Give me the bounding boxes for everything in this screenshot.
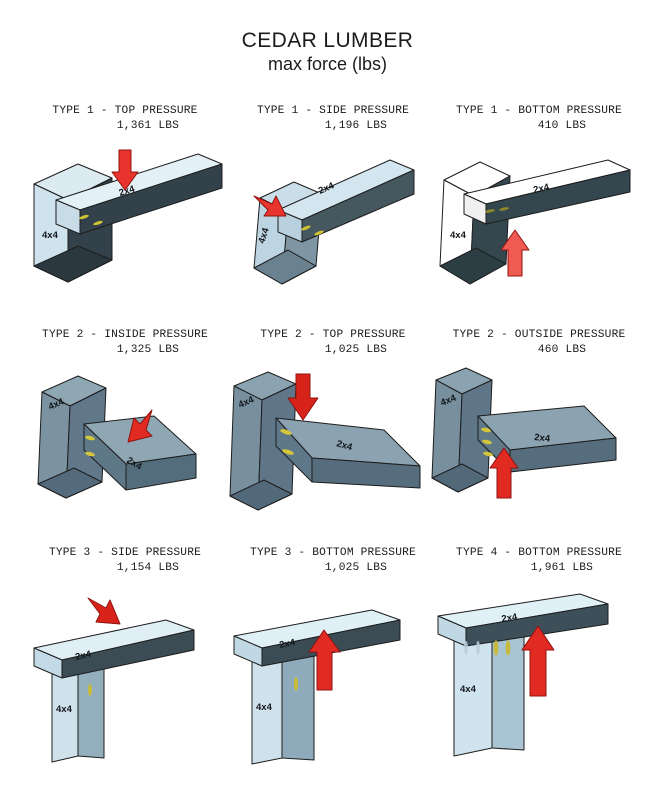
caption-line-2: 1,961 LBS bbox=[530, 562, 594, 574]
beam-label: 2x4 bbox=[501, 612, 519, 625]
post-label: 4x4 bbox=[450, 230, 467, 241]
panel-caption: TYPE 3 - SIDE PRESSURE 1,154 LBS bbox=[16, 546, 234, 576]
panel-type-1-bottom-pressure: TYPE 1 - BOTTOM PRESSURE 410 LBS bbox=[430, 104, 648, 322]
beam-label: 2x4 bbox=[74, 649, 92, 663]
caption-line-1: TYPE 2 - TOP PRESSURE bbox=[260, 329, 406, 341]
caption-line-2: 1,196 LBS bbox=[324, 120, 388, 132]
force-arrow bbox=[500, 229, 530, 277]
joint-illustration: 2x4 4x4 bbox=[224, 138, 442, 322]
joint-illustration: 4x4 2x4 bbox=[16, 362, 234, 546]
force-arrow bbox=[521, 625, 555, 697]
panel-type-3-bottom-pressure: TYPE 3 - BOTTOM PRESSURE 1,025 LBS 2x4 4… bbox=[224, 546, 442, 765]
caption-line-1: TYPE 1 - BOTTOM PRESSURE bbox=[456, 105, 622, 117]
caption-line-1: TYPE 1 - TOP PRESSURE bbox=[52, 105, 198, 117]
panel-type-1-top-pressure: TYPE 1 - TOP PRESSURE 1,361 LBS bbox=[16, 104, 234, 322]
beam-label: 2x4 bbox=[335, 438, 354, 453]
caption-line-1: TYPE 1 - SIDE PRESSURE bbox=[256, 105, 410, 117]
panel-type-2-inside-pressure: TYPE 2 - INSIDE PRESSURE 1,325 LBS bbox=[16, 328, 234, 546]
panel-type-2-top-pressure: TYPE 2 - TOP PRESSURE 1,025 LBS bbox=[224, 328, 442, 546]
page-title: CEDAR LUMBER max force (lbs) bbox=[0, 28, 655, 76]
panel-caption: TYPE 2 - OUTSIDE PRESSURE 460 LBS bbox=[430, 328, 648, 358]
panel-caption: TYPE 1 - BOTTOM PRESSURE 410 LBS bbox=[430, 104, 648, 134]
force-arrow bbox=[287, 373, 319, 421]
beam-label: 2x4 bbox=[278, 637, 296, 651]
post-label: 4x4 bbox=[460, 684, 477, 695]
post-label: 4x4 bbox=[42, 230, 59, 241]
panel-caption: TYPE 1 - TOP PRESSURE 1,361 LBS bbox=[16, 104, 234, 134]
joint-illustration: 2x4 4x4 bbox=[224, 580, 442, 765]
caption-line-2: 1,025 LBS bbox=[324, 344, 388, 356]
caption-line-1: TYPE 2 - INSIDE PRESSURE bbox=[42, 329, 208, 341]
caption-line-1: TYPE 2 - OUTSIDE PRESSURE bbox=[452, 329, 626, 341]
force-arrow bbox=[87, 597, 121, 625]
panel-type-3-side-pressure: TYPE 3 - SIDE PRESSURE 1,154 LBS 2x4 bbox=[16, 546, 234, 764]
joint-illustration: 2x4 4x4 bbox=[430, 580, 648, 764]
post-label: 4x4 bbox=[56, 704, 73, 715]
panel-caption: TYPE 2 - INSIDE PRESSURE 1,325 LBS bbox=[16, 328, 234, 358]
force-arrow bbox=[127, 409, 153, 443]
joint-illustration: 2x4 4x4 bbox=[16, 580, 234, 764]
panel-caption: TYPE 2 - TOP PRESSURE 1,025 LBS bbox=[224, 328, 442, 358]
caption-line-2: 410 LBS bbox=[537, 120, 587, 132]
caption-line-2: 1,325 LBS bbox=[116, 344, 180, 356]
beam-label: 2x4 bbox=[118, 184, 137, 199]
post-label: 4x4 bbox=[256, 226, 272, 245]
post-label: 4x4 bbox=[256, 702, 273, 713]
panel-type-1-side-pressure: TYPE 1 - SIDE PRESSURE 1,196 LBS bbox=[224, 104, 442, 322]
caption-line-2: 1,361 LBS bbox=[116, 120, 180, 132]
caption-line-1: TYPE 3 - SIDE PRESSURE bbox=[48, 547, 202, 559]
force-arrow bbox=[253, 195, 287, 217]
title-main: CEDAR LUMBER bbox=[241, 29, 414, 52]
beam-label: 2x4 bbox=[534, 432, 552, 445]
joint-illustration: 2x4 4x4 bbox=[430, 138, 648, 322]
panel-caption: TYPE 1 - SIDE PRESSURE 1,196 LBS bbox=[224, 104, 442, 134]
panel-caption: TYPE 3 - BOTTOM PRESSURE 1,025 LBS bbox=[224, 546, 442, 576]
joint-illustration: 4x4 2x4 bbox=[430, 362, 648, 546]
caption-line-1: TYPE 3 - BOTTOM PRESSURE bbox=[250, 547, 416, 559]
joint-illustration: 2x4 4x4 bbox=[16, 138, 234, 322]
caption-line-2: 1,025 LBS bbox=[324, 562, 388, 574]
panel-type-2-outside-pressure: TYPE 2 - OUTSIDE PRESSURE 460 LBS bbox=[430, 328, 648, 546]
panel-caption: TYPE 4 - BOTTOM PRESSURE 1,961 LBS bbox=[430, 546, 648, 576]
title-subtitle: max force (lbs) bbox=[267, 54, 388, 74]
caption-line-1: TYPE 4 - BOTTOM PRESSURE bbox=[456, 547, 622, 559]
joint-illustration: 4x4 2x4 bbox=[224, 362, 442, 546]
panel-type-4-bottom-pressure: TYPE 4 - BOTTOM PRESSURE 1,961 LBS bbox=[430, 546, 648, 764]
force-arrow bbox=[308, 629, 341, 691]
caption-line-2: 1,154 LBS bbox=[116, 562, 180, 574]
beam-label: 2x4 bbox=[532, 182, 550, 196]
caption-line-2: 460 LBS bbox=[537, 344, 587, 356]
force-arrow bbox=[489, 447, 519, 499]
force-arrow bbox=[111, 149, 139, 191]
